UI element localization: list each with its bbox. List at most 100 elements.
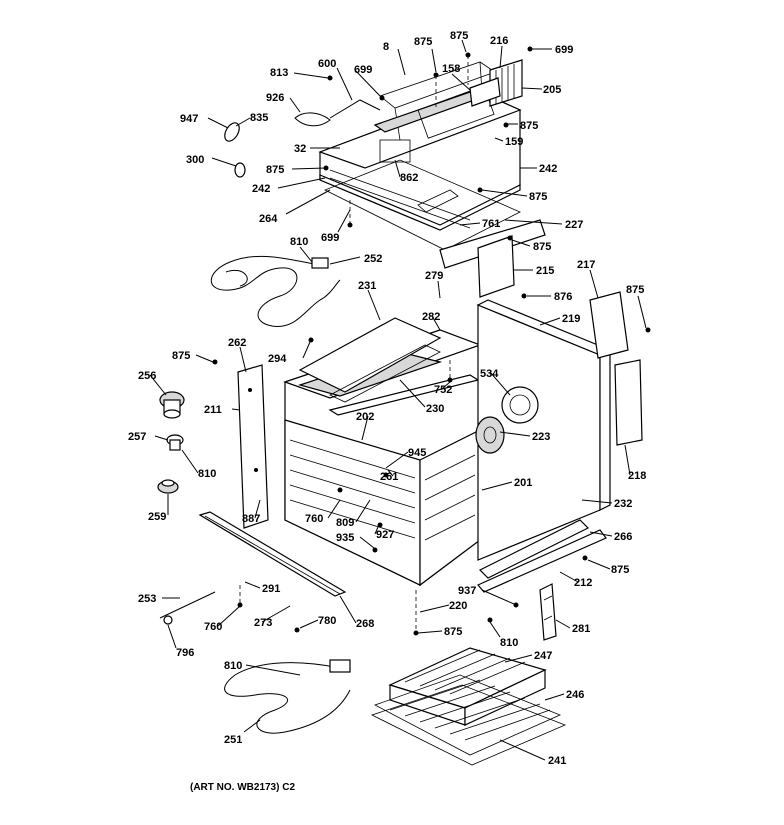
label-887: 887 — [242, 513, 260, 525]
label-247: 247 — [534, 650, 552, 662]
bracket-281 — [539, 583, 557, 641]
bottom-rails — [477, 519, 607, 593]
bake-element — [224, 659, 351, 734]
label-159: 159 — [505, 136, 523, 148]
knob-256 — [159, 391, 185, 419]
label-251: 251 — [224, 734, 242, 746]
label-699: 699 — [321, 232, 339, 244]
knob-257 — [166, 434, 184, 451]
side-panel-217 — [589, 291, 643, 446]
oven-cavity — [283, 329, 482, 587]
label-217: 217 — [577, 259, 595, 271]
label-810: 810 — [500, 637, 518, 649]
vent-grille — [469, 59, 523, 107]
oven-rack-lower — [370, 684, 567, 766]
label-253: 253 — [138, 593, 156, 605]
label-216: 216 — [490, 35, 508, 47]
label-761: 761 — [482, 218, 500, 230]
label-223: 223 — [532, 431, 550, 443]
label-534: 534 — [480, 368, 499, 380]
label-8: 8 — [383, 41, 389, 53]
label-259: 259 — [148, 511, 166, 523]
label-796: 796 — [176, 647, 194, 659]
clip-947 — [224, 122, 246, 178]
label-266: 266 — [614, 531, 632, 543]
label-699: 699 — [555, 44, 573, 56]
label-202: 202 — [356, 411, 374, 423]
label-230: 230 — [426, 403, 444, 415]
label-810: 810 — [290, 236, 308, 248]
label-760: 760 — [204, 621, 222, 633]
leader-lines — [149, 39, 647, 761]
back-panel — [475, 299, 612, 561]
label-227: 227 — [565, 219, 583, 231]
label-281: 281 — [572, 623, 590, 635]
bar-253 — [159, 591, 216, 625]
label-809: 809 — [336, 517, 354, 529]
label-780: 780 — [318, 615, 336, 627]
label-294: 294 — [268, 353, 287, 365]
label-231: 231 — [358, 280, 376, 292]
label-211: 211 — [204, 404, 222, 416]
part-number-labels: 8 875 875 216 699 813 600 699 158 205 92… — [128, 30, 646, 767]
label-875: 875 — [533, 241, 551, 253]
label-261: 261 — [380, 471, 398, 483]
label-212: 212 — [574, 577, 592, 589]
label-876: 876 — [554, 291, 572, 303]
label-875: 875 — [172, 350, 190, 362]
alignment-lines — [239, 55, 469, 633]
label-875: 875 — [520, 120, 538, 132]
label-875: 875 — [611, 564, 629, 576]
front-frame-bar — [198, 511, 347, 597]
duct-227 — [439, 219, 546, 298]
label-600: 600 — [318, 58, 336, 70]
label-220: 220 — [449, 600, 467, 612]
label-256: 256 — [138, 370, 156, 382]
label-927: 927 — [376, 529, 394, 541]
label-257: 257 — [128, 431, 146, 443]
label-252: 252 — [364, 253, 382, 265]
label-300: 300 — [186, 154, 204, 166]
label-699: 699 — [354, 64, 372, 76]
label-810: 810 — [224, 660, 242, 672]
label-875: 875 — [626, 284, 644, 296]
label-273: 273 — [254, 617, 272, 629]
art-number-caption: (ART NO. WB2173) C2 — [190, 782, 295, 793]
label-862: 862 — [400, 172, 418, 184]
label-282: 282 — [422, 311, 440, 323]
label-232: 232 — [614, 498, 632, 510]
label-810: 810 — [198, 468, 216, 480]
broil-element — [210, 255, 341, 327]
label-205: 205 — [543, 84, 561, 96]
label-752: 752 — [434, 384, 452, 396]
side-panel-211 — [237, 364, 269, 529]
label-875: 875 — [414, 36, 432, 48]
label-835: 835 — [250, 112, 268, 124]
label-291: 291 — [262, 583, 280, 595]
label-215: 215 — [536, 265, 554, 277]
label-935: 935 — [336, 532, 354, 544]
label-279: 279 — [425, 270, 443, 282]
label-246: 246 — [566, 689, 584, 701]
label-32: 32 — [294, 143, 306, 155]
label-241: 241 — [548, 755, 566, 767]
label-875: 875 — [450, 30, 468, 42]
label-268: 268 — [356, 618, 374, 630]
label-945: 945 — [408, 447, 426, 459]
label-875: 875 — [529, 191, 547, 203]
label-875: 875 — [266, 164, 284, 176]
label-760: 760 — [305, 513, 323, 525]
label-937: 937 — [458, 585, 476, 597]
label-219: 219 — [562, 313, 580, 325]
label-242: 242 — [252, 183, 270, 195]
label-947: 947 — [180, 113, 198, 125]
label-875: 875 — [444, 626, 462, 638]
label-813: 813 — [270, 67, 288, 79]
label-262: 262 — [228, 337, 246, 349]
oven-rack — [374, 674, 562, 756]
wire-926 — [294, 99, 381, 127]
label-926: 926 — [266, 92, 284, 104]
label-242: 242 — [539, 163, 557, 175]
